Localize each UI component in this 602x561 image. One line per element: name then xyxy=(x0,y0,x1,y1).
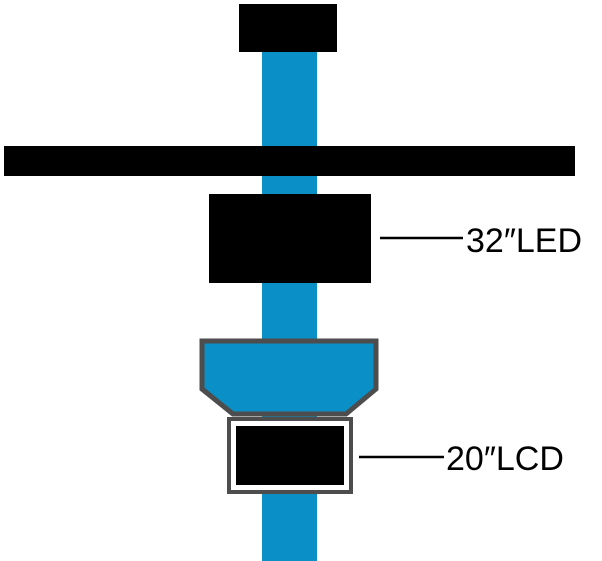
upper-display-label: 32″LED xyxy=(466,222,582,260)
lower-display-20-lcd xyxy=(236,426,344,485)
top-cap xyxy=(239,4,337,52)
trapezoid-bracket xyxy=(199,338,379,417)
lower-display-label: 20″LCD xyxy=(446,440,564,478)
horizontal-crossbar xyxy=(4,146,575,176)
upper-display-32-led xyxy=(209,194,371,283)
